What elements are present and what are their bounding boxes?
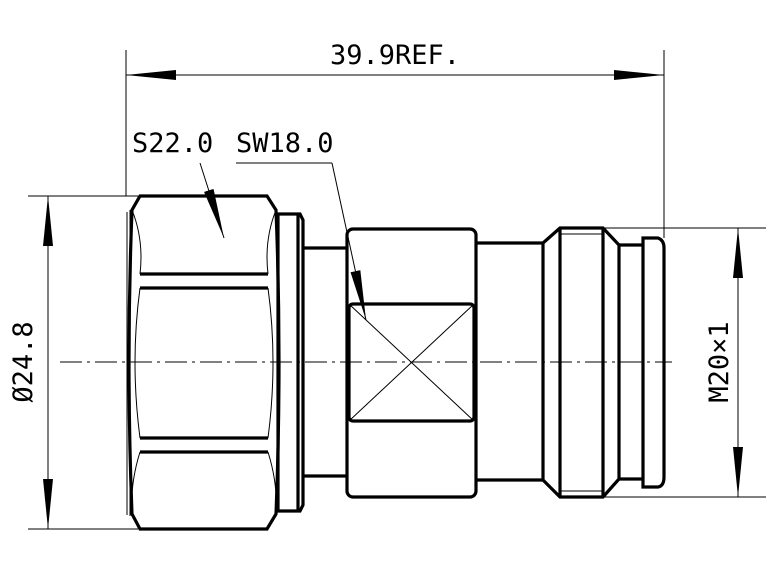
thread-label: M20×1 bbox=[704, 321, 735, 402]
length-label: 39.9REF. bbox=[330, 40, 460, 71]
hex-size-leader: S22.0 bbox=[132, 128, 225, 239]
length-dimension: 39.9REF. bbox=[125, 40, 665, 238]
wrench-flat-hex bbox=[345, 227, 478, 499]
shaft bbox=[303, 246, 347, 478]
thread-dimension: M20×1 bbox=[603, 227, 766, 498]
diameter-dimension: Ø24.8 bbox=[8, 195, 138, 530]
wrench-size-label: SW18.0 bbox=[236, 128, 334, 159]
hex-size-label: S22.0 bbox=[132, 128, 213, 159]
threaded-body bbox=[476, 226, 666, 499]
diameter-label: Ø24.8 bbox=[8, 321, 39, 402]
wrench-size-leader: SW18.0 bbox=[236, 128, 367, 321]
washer bbox=[276, 212, 305, 513]
